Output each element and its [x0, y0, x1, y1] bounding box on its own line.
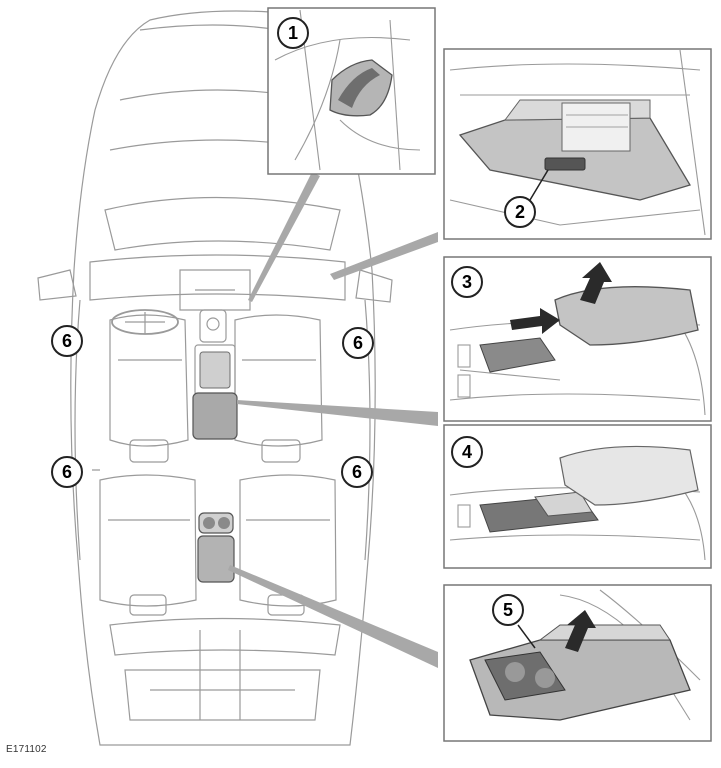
callout-6-label: 6 — [353, 333, 363, 353]
rear-lift-arrow — [565, 610, 596, 652]
front-seat-right — [234, 314, 323, 447]
gear-selector — [199, 309, 227, 343]
callout-6-rear-left: 6 — [51, 456, 83, 488]
callout-4-label: 4 — [462, 442, 472, 462]
callout-3-label: 3 — [462, 272, 472, 292]
panel-2 — [443, 48, 712, 240]
leader-1 — [248, 172, 320, 302]
callout-4: 4 — [451, 436, 483, 468]
callout-6-front-right: 6 — [342, 327, 374, 359]
console-storage-parts — [192, 351, 238, 583]
lift-arrow — [580, 262, 612, 304]
reference-code: E171102 — [6, 744, 47, 755]
leader-5 — [228, 565, 438, 668]
right-mirror — [355, 269, 393, 303]
panel-4 — [443, 424, 712, 569]
rear-seat-right — [239, 474, 337, 607]
callout-2: 2 — [504, 169, 549, 228]
dashboard — [89, 254, 346, 301]
front-seat-left — [109, 314, 189, 447]
callout-6-label: 6 — [352, 462, 362, 482]
callout-5-label: 5 — [503, 600, 513, 620]
vehicle-top-view — [37, 10, 393, 746]
windshield — [104, 196, 341, 251]
callout-1: 1 — [277, 17, 309, 49]
leader-lines — [228, 172, 438, 668]
callout-6-rear-right: 6 — [341, 456, 373, 488]
rear-seat-left — [99, 474, 197, 607]
callout-6-label: 6 — [62, 462, 72, 482]
callout-6-front-left: 6 — [51, 325, 83, 357]
callout-3: 3 — [451, 266, 483, 298]
glovebox-handle — [544, 157, 586, 171]
front-armrest-box — [192, 392, 238, 440]
armrest-lid-closed — [559, 445, 699, 506]
cupholder-open — [479, 337, 556, 373]
callout-1-label: 1 — [288, 23, 298, 43]
leader-2 — [330, 232, 438, 280]
callouts: 1 2 3 4 5 6 6 6 — [51, 17, 549, 649]
panel-5 — [443, 584, 712, 742]
front-cupholder-area — [199, 351, 231, 389]
leader-3-4 — [237, 400, 438, 426]
left-mirror — [37, 269, 77, 301]
slide-arrow — [510, 308, 560, 334]
panel-3 — [443, 256, 712, 422]
rear-armrest — [197, 535, 235, 583]
callout-6-label: 6 — [62, 331, 72, 351]
callout-2-label: 2 — [515, 202, 525, 222]
callout-5: 5 — [492, 594, 536, 649]
